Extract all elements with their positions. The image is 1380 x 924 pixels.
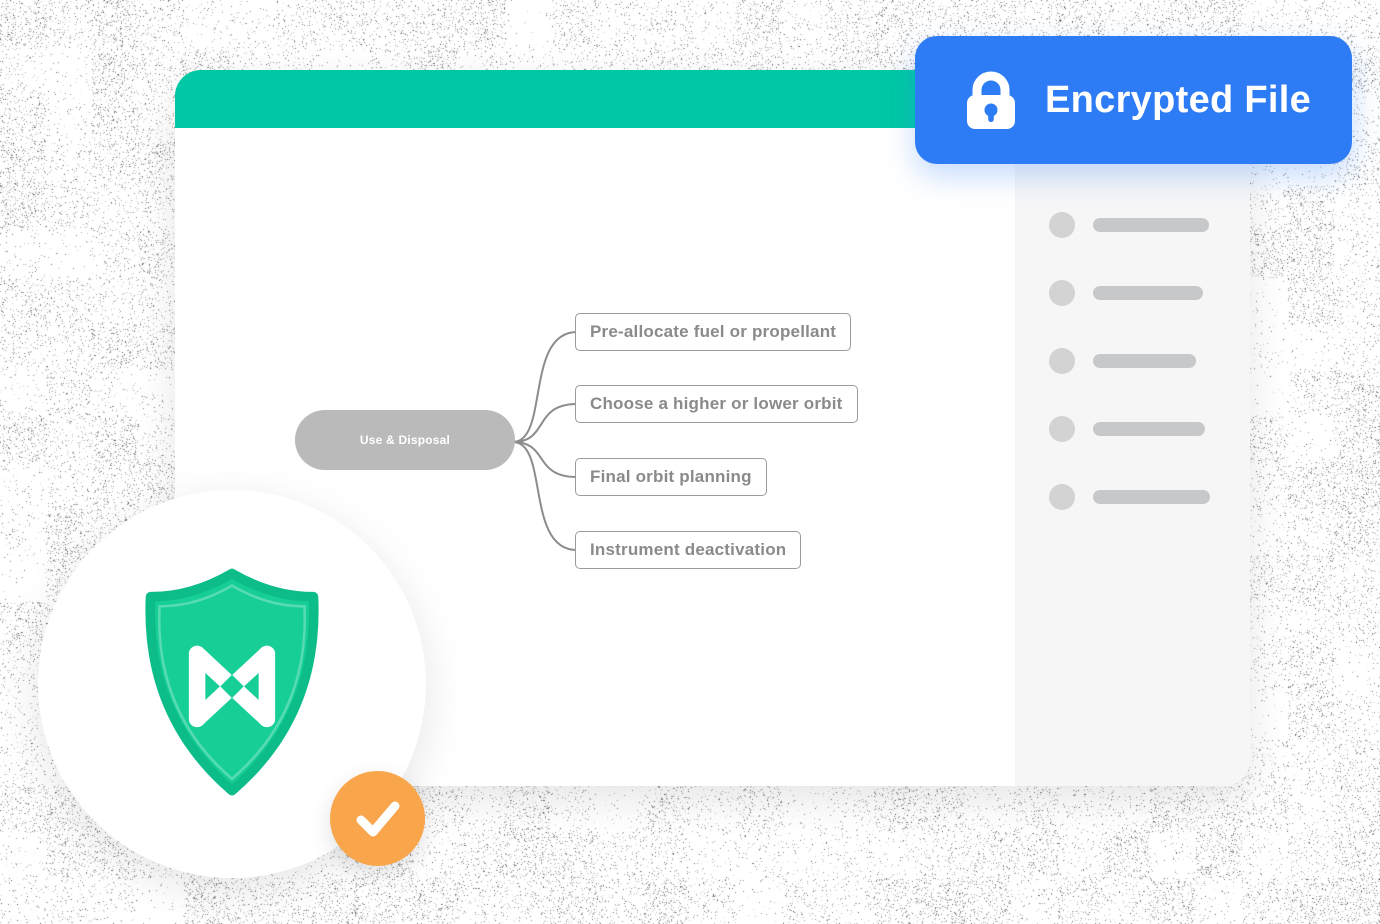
lock-icon [963, 68, 1019, 132]
outline-panel [1015, 128, 1250, 786]
text-placeholder-bar [1093, 422, 1205, 436]
mindmap-topic[interactable]: Final orbit planning [575, 458, 767, 496]
encrypted-file-badge: Encrypted File [915, 36, 1352, 164]
mindmap-topic[interactable]: Choose a higher or lower orbit [575, 385, 858, 423]
badge-label: Encrypted File [1045, 79, 1311, 122]
bullet-dot [1049, 484, 1075, 510]
text-placeholder-bar [1093, 354, 1196, 368]
bullet-dot [1049, 280, 1075, 306]
shield-logo-icon [125, 558, 339, 810]
outline-skeleton-row[interactable] [1049, 212, 1250, 238]
verified-check-badge [330, 771, 425, 866]
mindmap-topic[interactable]: Pre-allocate fuel or propellant [575, 313, 851, 351]
checkmark-icon [348, 789, 408, 849]
text-placeholder-bar [1093, 286, 1203, 300]
mindmap-central-node[interactable]: Use & Disposal [295, 410, 515, 470]
bullet-dot [1049, 348, 1075, 374]
mindmap-topic[interactable]: Instrument deactivation [575, 531, 801, 569]
bullet-dot [1049, 416, 1075, 442]
outline-skeleton-row[interactable] [1049, 348, 1250, 374]
outline-skeleton-row[interactable] [1049, 416, 1250, 442]
outline-skeleton-row[interactable] [1049, 280, 1250, 306]
text-placeholder-bar [1093, 490, 1210, 504]
bullet-dot [1049, 212, 1075, 238]
text-placeholder-bar [1093, 218, 1209, 232]
outline-skeleton-row[interactable] [1049, 484, 1250, 510]
